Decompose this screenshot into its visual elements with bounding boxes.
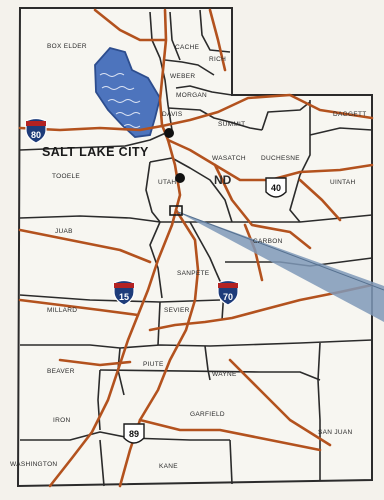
county-label-weber: WEBER — [170, 73, 195, 80]
county-label-davis: DAVIS — [162, 111, 183, 118]
county-label-cache: CACHE — [175, 44, 200, 51]
county-label-morgan: MORGAN — [176, 92, 207, 99]
county-label-wasatch: WASATCH — [212, 155, 246, 162]
county-label-millard: MILLARD — [47, 307, 77, 314]
county-label-duchesne: DUCHESNE — [261, 155, 300, 162]
county-label-kane: KANE — [159, 463, 178, 470]
county-label-emery-fragment: ND — [214, 173, 232, 187]
county-label-iron: IRON — [53, 417, 70, 424]
svg-text:89: 89 — [129, 429, 139, 439]
county-label-juab: JUAB — [55, 228, 73, 235]
us-40-shield: 40 — [265, 177, 287, 198]
great-salt-lake — [94, 46, 161, 138]
svg-text:80: 80 — [31, 130, 41, 140]
county-label-summit: SUMMIT — [218, 121, 245, 128]
interstate-80-shield: 80 — [25, 117, 47, 144]
city-label-salt-lake-city: SALT LAKE CITY — [42, 145, 149, 159]
interstate-15-shield: 15 — [113, 279, 135, 306]
county-label-rich: RICH — [209, 56, 226, 63]
county-labels: BOX ELDER CACHE RICH WEBER MORGAN DAVIS … — [10, 43, 367, 470]
county-label-uintah: UINTAH — [330, 179, 356, 186]
county-label-beaver: BEAVER — [47, 368, 75, 375]
county-label-tooele: TOOELE — [52, 173, 80, 180]
county-label-utah: UTAH — [158, 179, 176, 186]
svg-text:40: 40 — [271, 183, 281, 193]
county-label-piute: PIUTE — [143, 361, 164, 368]
us-89-shield: 89 — [123, 423, 145, 444]
county-label-daggett: DAGGETT — [333, 111, 367, 118]
county-label-san-juan: SAN JUAN — [318, 429, 353, 436]
locator-box — [169, 205, 183, 216]
county-label-washington: WASHINGTON — [10, 461, 57, 468]
location-dot-south — [175, 173, 185, 183]
callout-beam — [178, 212, 384, 322]
interstate-70-shield: 70 — [217, 279, 239, 306]
location-dot-north — [164, 128, 174, 138]
svg-text:70: 70 — [223, 292, 233, 302]
county-label-box-elder: BOX ELDER — [47, 43, 87, 50]
county-borders — [19, 9, 373, 487]
county-label-carbon: CARBON — [253, 238, 283, 245]
county-label-wayne: WAYNE — [212, 371, 237, 378]
county-label-sevier: SEVIER — [164, 307, 190, 314]
county-label-garfield: GARFIELD — [190, 411, 225, 418]
county-label-sanpete: SANPETE — [177, 270, 210, 277]
svg-text:15: 15 — [119, 292, 129, 302]
